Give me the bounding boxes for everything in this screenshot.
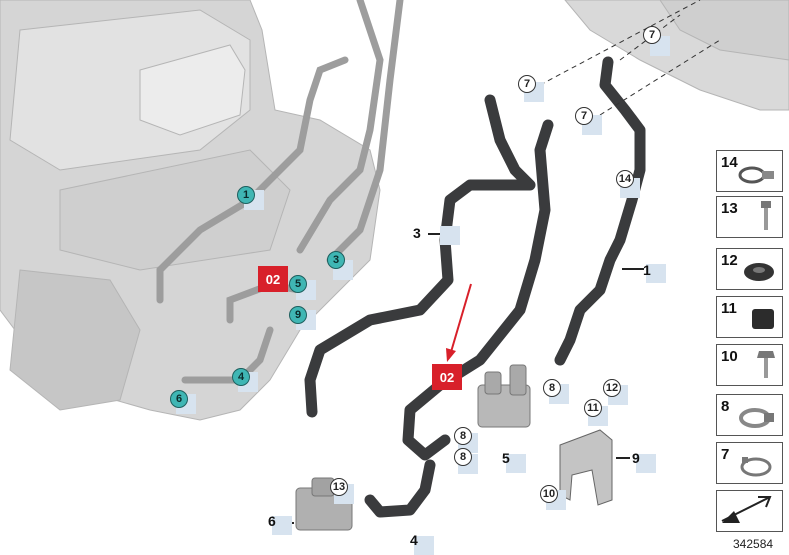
label-box (414, 536, 434, 555)
callout-7[interactable]: 7 (643, 26, 661, 44)
hoses (304, 56, 646, 518)
legend-item[interactable]: 7 (716, 442, 783, 484)
legend-item[interactable]: 8 (716, 394, 783, 436)
leader-line (428, 233, 442, 235)
part-label-3[interactable]: 3 (413, 225, 421, 241)
legend-number: 10 (721, 348, 738, 365)
red-arrow (446, 283, 472, 362)
part-label-9[interactable]: 9 (632, 450, 640, 466)
diagram-id: 342584 (733, 537, 774, 551)
callout-9[interactable]: 9 (289, 306, 307, 324)
callout-8[interactable]: 8 (543, 379, 561, 397)
legend-number: 14 (721, 154, 738, 171)
label-box (272, 516, 292, 535)
screw-icon (761, 201, 771, 230)
label-box (646, 264, 666, 283)
legend-number: 8 (721, 398, 730, 415)
legend-item[interactable]: 13 (716, 196, 783, 238)
spring-clamp-icon (740, 457, 772, 477)
leader-line (622, 268, 644, 270)
rubber-mount-icon (752, 309, 774, 329)
legend-item[interactable] (716, 490, 783, 532)
part-label-1[interactable]: 1 (643, 262, 651, 278)
bracket (559, 429, 613, 506)
red-tag[interactable]: 02 (258, 266, 288, 292)
part-label-5[interactable]: 5 (502, 450, 510, 466)
callout-6[interactable]: 6 (170, 390, 188, 408)
label-box (506, 454, 526, 473)
clamp-band-icon (739, 408, 774, 428)
callout-1[interactable]: 1 (237, 186, 255, 204)
grommet-icon (744, 263, 774, 281)
callout-4[interactable]: 4 (232, 368, 250, 386)
callout-5[interactable]: 5 (289, 275, 307, 293)
callout-10[interactable]: 10 (540, 485, 558, 503)
engine (0, 0, 789, 421)
leader-line (616, 457, 630, 459)
red-tag[interactable]: 02 (432, 364, 462, 390)
callout-8[interactable]: 8 (454, 427, 472, 445)
legend-item[interactable]: 12 (716, 248, 783, 290)
label-box (440, 226, 460, 245)
label-box (636, 454, 656, 473)
callout-13[interactable]: 13 (330, 478, 348, 496)
legend-item[interactable]: 14 (716, 150, 783, 192)
legend-number: 11 (721, 300, 737, 317)
valve-block (477, 364, 531, 428)
arrow-icon (721, 496, 772, 523)
bolt-icon (757, 351, 775, 378)
callout-8[interactable]: 8 (454, 448, 472, 466)
part-label-4[interactable]: 4 (410, 532, 418, 548)
callout-11[interactable]: 11 (584, 399, 602, 417)
legend-number: 7 (721, 446, 730, 463)
callout-12[interactable]: 12 (603, 379, 621, 397)
legend-item[interactable]: 11 (716, 296, 783, 338)
callout-14[interactable]: 14 (616, 170, 634, 188)
hose-clamp-icon (738, 166, 774, 184)
part-label-6[interactable]: 6 (268, 513, 276, 529)
legend-item[interactable]: 10 (716, 344, 783, 386)
callout-3[interactable]: 3 (327, 251, 345, 269)
legend-number: 13 (721, 200, 738, 217)
legend-number: 12 (721, 252, 738, 269)
callout-7[interactable]: 7 (575, 107, 593, 125)
callout-7[interactable]: 7 (518, 75, 536, 93)
